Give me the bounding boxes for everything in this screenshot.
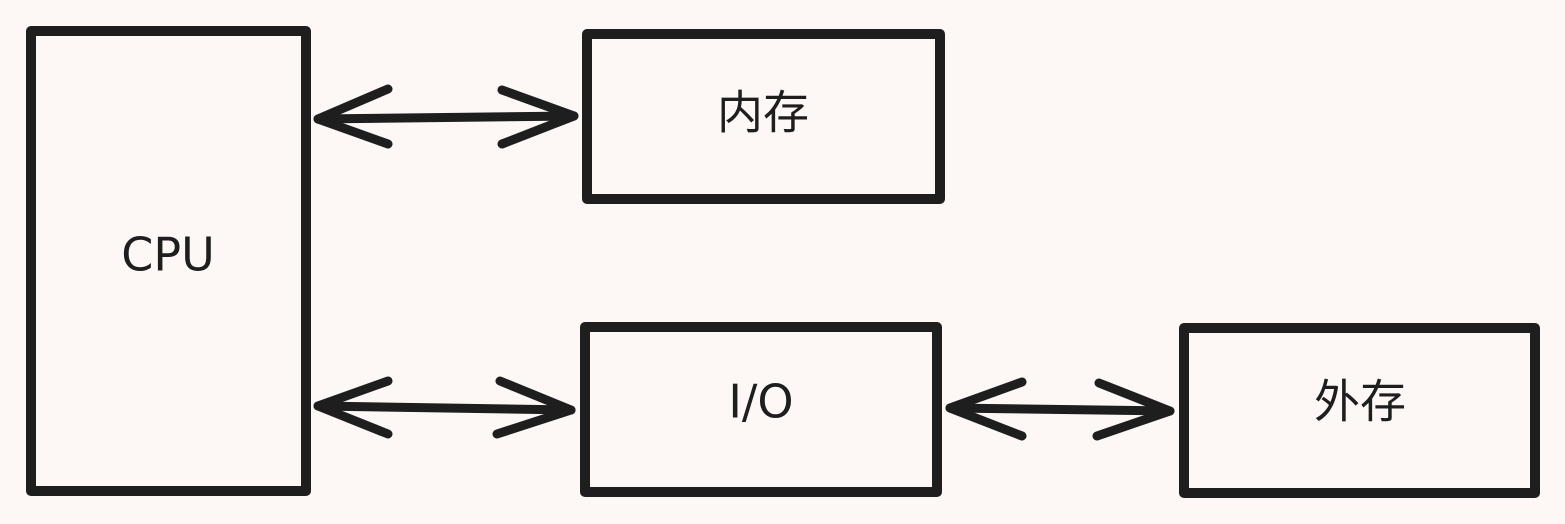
storage-node: 外存 — [1179, 323, 1540, 498]
arrow-cpu-memory-head-left — [313, 84, 393, 149]
io-node: I/O — [580, 322, 942, 497]
arrow-cpu-memory-line — [313, 111, 579, 124]
arrow-cpu-io-head-left — [313, 376, 393, 439]
arrow-io-storage-head-left — [945, 377, 1027, 441]
arrow-cpu-memory-head-right — [497, 85, 579, 149]
arrow-cpu-io-head-right — [492, 376, 576, 439]
arrow-cpu-io — [313, 376, 576, 439]
io-label: I/O — [728, 375, 793, 429]
arrow-io-storage-head-right — [1092, 378, 1175, 441]
cpu-box — [26, 26, 311, 496]
memory-node: 内存 — [582, 29, 945, 204]
io-box — [580, 322, 942, 497]
arrow-io-storage — [945, 377, 1175, 441]
memory-box — [582, 29, 945, 204]
storage-label: 外存 — [1314, 375, 1406, 429]
storage-box — [1179, 323, 1540, 498]
cpu-label: CPU — [121, 228, 215, 282]
memory-label: 内存 — [717, 86, 809, 140]
arrow-cpu-memory — [313, 84, 579, 149]
arrow-io-storage-line — [945, 403, 1175, 416]
arrow-cpu-io-line — [313, 401, 576, 415]
cpu-node: CPU — [26, 26, 311, 496]
